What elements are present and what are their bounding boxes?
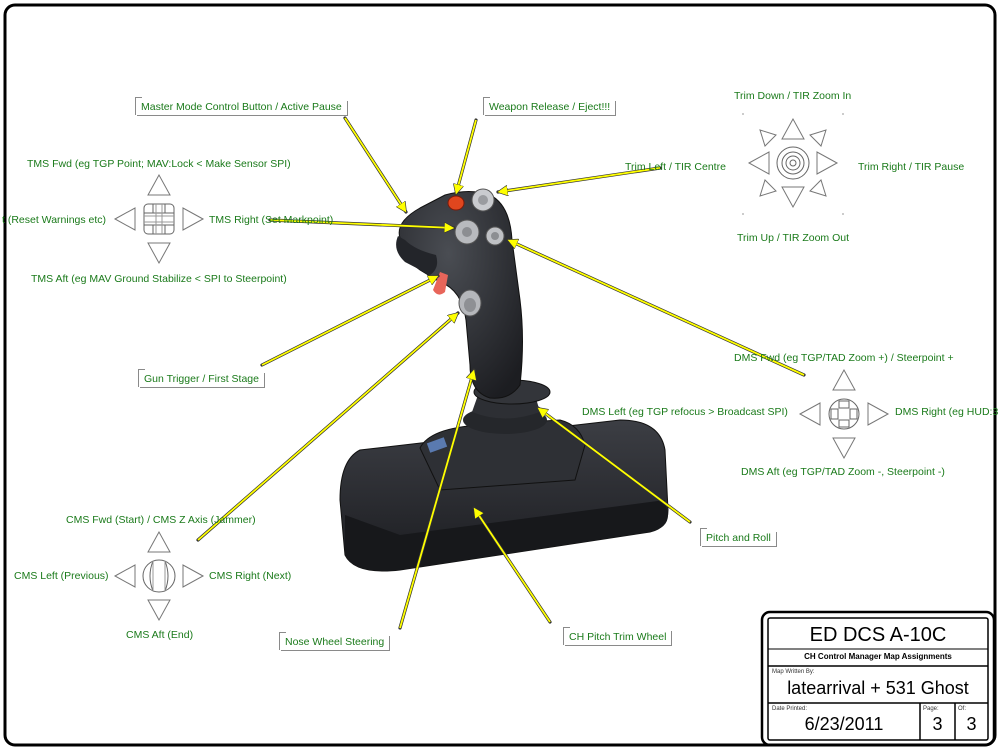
joystick-image [339,188,669,572]
of-label: Of: [958,706,967,712]
label-tms-aft: TMS Aft (eg MAV Ground Stabilize < SPI t… [31,273,287,285]
label-cms-right: CMS Right (Next) [209,570,292,582]
page-label: Page: [923,706,939,712]
title-block-subtitle: CH Control Manager Map Assignments [804,652,952,661]
cms-hat-icon [114,531,204,621]
arrow-cms [197,313,458,541]
title-block-frame [760,610,996,747]
dms-hat-icon [799,369,889,459]
arrow-gun-trigger [261,276,438,366]
trim-hat-icon [742,113,844,215]
arrow-tms [269,219,454,228]
label-cms-left: CMS Left (Previous) [14,570,109,582]
label-trim-down: Trim Down / TIR Zoom In [734,90,852,102]
title-block-authors: latearrival + 531 Ghost [787,678,969,698]
arrow-ch-pitch-trim [474,508,551,623]
tms-hat-icon [114,174,204,264]
label-tms-fwd: TMS Fwd (eg TGP Point; MAV:Lock < Make S… [27,158,291,170]
label-nose-wheel: Nose Wheel Steering [278,632,391,651]
map-written-by-label: Map Written By: [772,669,815,675]
page-number: 3 [932,714,943,734]
label-dms-left: DMS Left (eg TGP refocus > Broadcast SPI… [582,406,788,418]
date-printed-label: Date Printed: [772,706,808,712]
label-cms-aft: CMS Aft (End) [126,629,194,641]
label-cms-fwd: CMS Fwd (Start) / CMS Z Axis (Jammer) [66,514,256,526]
arrow-nose-wheel [399,370,474,629]
arrow-weapon-release [456,119,477,194]
label-gun-trigger: Gun Trigger / First Stage [138,369,265,388]
title-block-date: 6/23/2011 [804,714,884,734]
arrow-master-mode [344,117,406,212]
label-trim-left: Trim Left / TIR Centre [625,161,726,173]
label-ch-pitch-trim: CH Pitch Trim Wheel [562,627,673,646]
label-tms-right: TMS Right (Set Markpoint) [209,214,334,226]
arrow-dms [508,240,805,376]
title-block-title: ED DCS A-10C [809,624,947,646]
arrow-pitch-roll [538,408,691,523]
label-trim-up: Trim Up / TIR Zoom Out [737,232,850,244]
label-dms-aft: DMS Aft (eg TGP/TAD Zoom -, Steerpoint -… [741,466,945,478]
arrow-trim [498,167,661,192]
label-tms-left: t (Reset Warnings etc) [2,214,107,226]
label-weapon-release: Weapon Release / Eject!!! [482,97,617,116]
label-trim-right: Trim Right / TIR Pause [858,161,965,173]
page-count: 3 [966,714,977,734]
label-dms-right: DMS Right (eg HUD:3 [895,406,999,418]
label-master-mode: Master Mode Control Button / Active Paus… [135,97,348,116]
outer-border [3,3,997,747]
label-pitch-roll: Pitch and Roll [700,528,777,547]
label-dms-fwd: DMS Fwd (eg TGP/TAD Zoom +) / Steerpoint… [734,352,954,364]
